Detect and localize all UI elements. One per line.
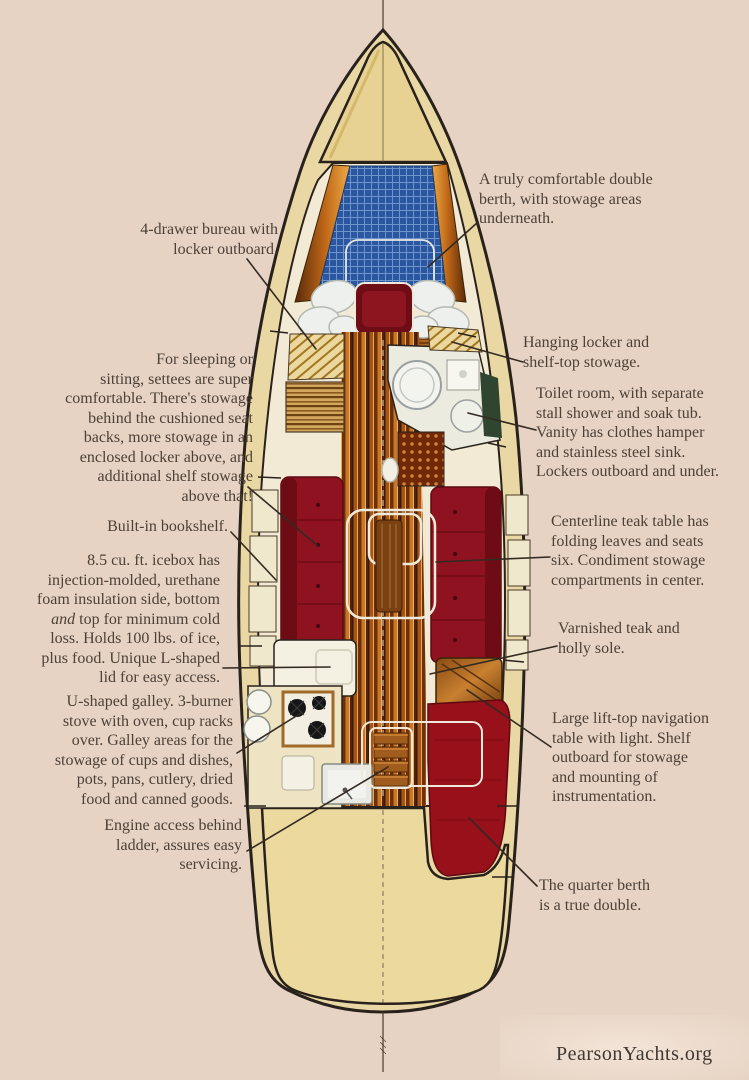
toilet-room	[387, 344, 502, 451]
leader-toilet-room	[467, 412, 537, 431]
companionway-ladder	[361, 721, 483, 789]
annotation-bookshelf: Built-in bookshelf.	[107, 518, 228, 535]
annotation-icebox-italic: and	[51, 610, 76, 628]
leader-galley	[236, 712, 302, 754]
leader-icebox	[222, 666, 331, 669]
cane-locker	[397, 431, 445, 487]
annotation-hanging-locker: Hanging locker and shelf-top stowage.	[523, 334, 650, 371]
galley-round-2	[243, 715, 271, 743]
centerline-stern	[379, 810, 387, 1072]
annotation-icebox: 8.5 cu. ft. icebox has injection-molded,…	[0, 551, 220, 688]
annotation-bureau: 4-drawer bureau with locker outboard.	[140, 221, 278, 258]
hanging-locker	[427, 325, 483, 353]
annotation-quarter-berth: The quarter berth is a true double.	[539, 877, 651, 914]
leader-bookshelf	[230, 531, 277, 581]
annotation-icebox-part2: top for minimum cold loss. Holds 100 lbs…	[41, 610, 220, 687]
shower-stall	[480, 372, 502, 438]
bureau	[285, 333, 345, 433]
berth-foot-cushion	[354, 282, 414, 336]
annotation-icebox-part1: 8.5 cu. ft. icebox has injection-molded,…	[36, 552, 220, 609]
annotation-table: Centerline teak table has folding leaves…	[551, 513, 709, 589]
footer-site-name: PearsonYachts.org	[556, 1043, 713, 1065]
annotation-engine: Engine access behind ladder, assures eas…	[104, 817, 242, 874]
galley-round-1	[246, 689, 272, 715]
annotation-double-berth: A truly comfortable double berth, with s…	[479, 171, 653, 228]
foredeck	[318, 40, 448, 164]
leader-settees	[247, 486, 319, 547]
annotation-galley: U-shaped galley. 3-burner stove with ove…	[54, 693, 233, 808]
leader-double-berth	[427, 221, 479, 268]
bulkhead-lines	[240, 330, 525, 878]
leader-sole	[429, 645, 558, 675]
galley	[243, 685, 373, 809]
settee-port	[280, 476, 344, 650]
table-post	[381, 457, 399, 483]
leader-lines	[222, 221, 558, 887]
annotation-settees: For sleeping or sitting, settees are sup…	[65, 351, 253, 505]
saloon-table	[345, 508, 437, 620]
leader-quarter-berth	[468, 817, 538, 887]
annotation-nav-table: Large lift-top navigation table with lig…	[552, 710, 709, 806]
leader-bureau	[246, 258, 317, 350]
settee-starboard	[430, 486, 502, 664]
leader-table	[435, 556, 551, 563]
annotation-toilet-room: Toilet room, with separate stall shower …	[536, 385, 720, 481]
annotation-sole: Varnished teak and holly sole.	[558, 620, 680, 657]
cockpit	[260, 806, 510, 1005]
galley-counter-block	[281, 755, 315, 791]
leader-hanging-locker	[451, 341, 524, 363]
leader-nav-table	[466, 689, 552, 748]
quarter-berth	[427, 699, 511, 877]
leader-engine	[246, 766, 389, 852]
